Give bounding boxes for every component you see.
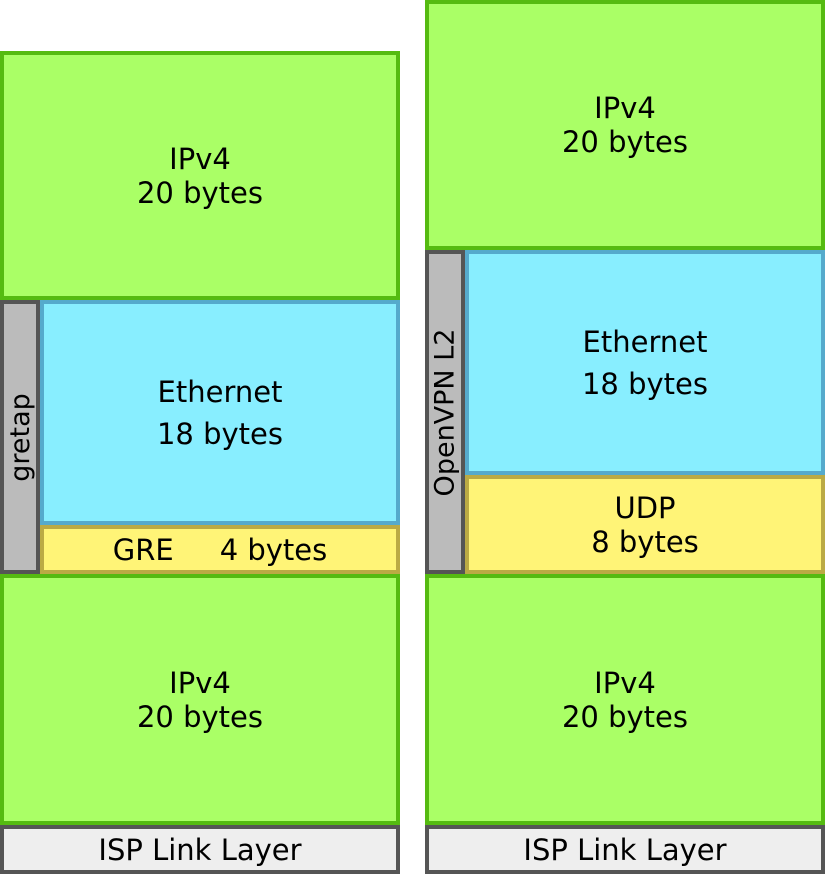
left-ethernet-block: Ethernet 18 bytes xyxy=(40,300,400,525)
right-udp-name: UDP xyxy=(614,490,676,525)
left-outer-ipv4-size: 20 bytes xyxy=(136,175,263,210)
left-outer-ipv4-block: IPv4 20 bytes xyxy=(0,51,400,300)
right-tunnel-label-block: OpenVPN L2 xyxy=(425,250,465,574)
left-outer-ipv4-name: IPv4 xyxy=(169,141,231,176)
right-udp-size: 8 bytes xyxy=(591,524,699,559)
left-ethernet-size: 18 bytes xyxy=(156,416,283,451)
left-gre-row: GRE 4 bytes xyxy=(113,533,328,567)
right-outer-ipv4-size: 20 bytes xyxy=(561,125,688,159)
right-link-layer-block: ISP Link Layer xyxy=(425,825,825,874)
right-outer-ipv4-block: IPv4 20 bytes xyxy=(425,0,825,250)
right-ethernet-size: 18 bytes xyxy=(581,366,708,401)
right-tunnel-label: OpenVPN L2 xyxy=(429,328,461,496)
right-link-layer-label: ISP Link Layer xyxy=(523,832,727,867)
left-tunnel-label-block: gretap xyxy=(0,300,40,574)
left-inner-ipv4-name: IPv4 xyxy=(169,665,231,700)
left-inner-ipv4-size: 20 bytes xyxy=(136,699,263,734)
left-ethernet-name: Ethernet xyxy=(157,374,283,409)
left-gre-size: 4 bytes xyxy=(219,532,328,567)
left-inner-ipv4-block: IPv4 20 bytes xyxy=(0,574,400,825)
right-inner-ipv4-name: IPv4 xyxy=(594,665,656,700)
right-ethernet-block: Ethernet 18 bytes xyxy=(465,250,825,475)
left-gre-block: GRE 4 bytes xyxy=(40,525,400,574)
left-link-layer-block: ISP Link Layer xyxy=(0,825,400,874)
left-tunnel-label: gretap xyxy=(4,392,36,482)
right-inner-ipv4-block: IPv4 20 bytes xyxy=(425,574,825,825)
right-udp-block: UDP 8 bytes xyxy=(465,475,825,574)
right-inner-ipv4-size: 20 bytes xyxy=(561,699,688,734)
right-outer-ipv4-name: IPv4 xyxy=(594,91,656,125)
left-link-layer-label: ISP Link Layer xyxy=(98,832,302,867)
right-ethernet-name: Ethernet xyxy=(582,324,708,359)
left-gre-name: GRE xyxy=(112,532,174,567)
